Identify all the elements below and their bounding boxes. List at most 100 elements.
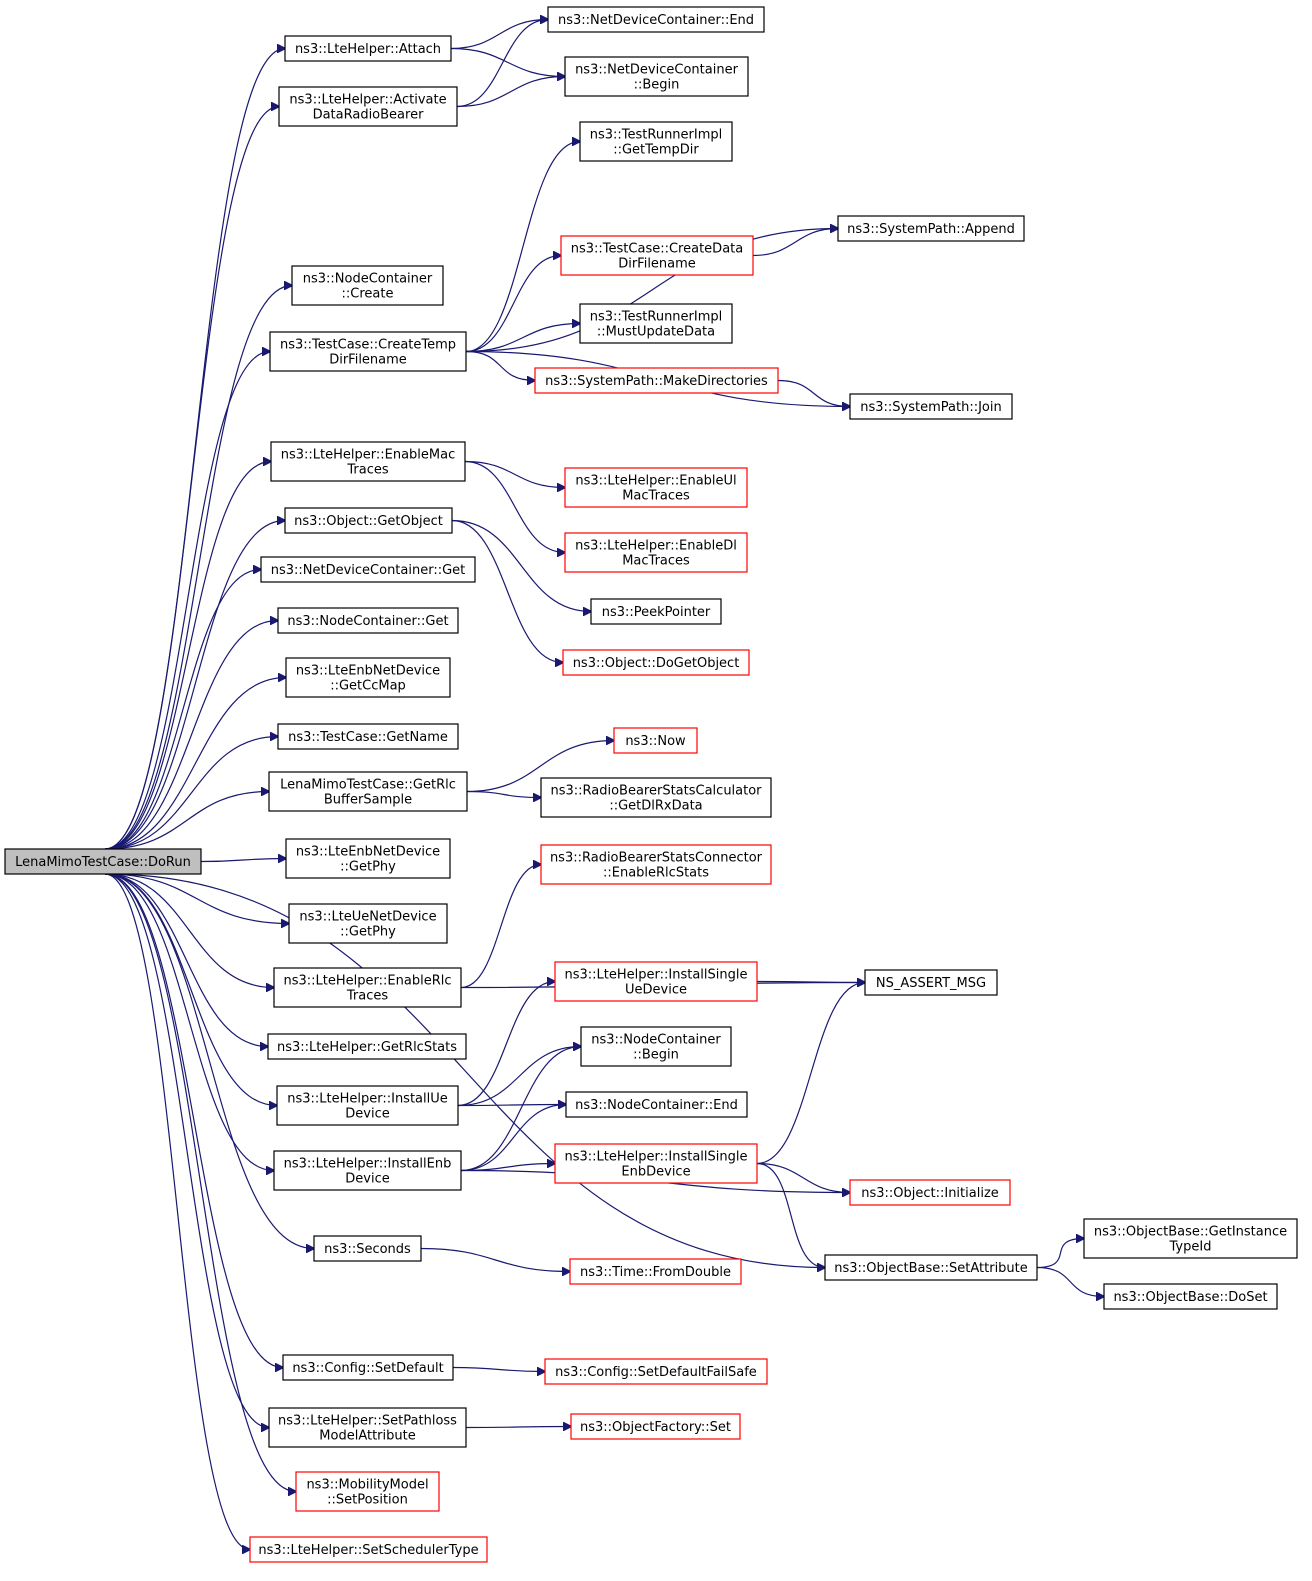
edge-dorun-to-setpathloss — [104, 873, 269, 1428]
edge-dorun-to-ndc-get — [104, 570, 261, 850]
node-enb-getphy[interactable]: ns3::LteEnbNetDevice::GetPhy — [285, 838, 451, 879]
node-label: ns3::NodeContainer::Get — [287, 614, 448, 629]
edge-dorun-to-installenb — [104, 873, 274, 1171]
node-initialize[interactable]: ns3::Object::Initialize — [849, 1179, 1011, 1206]
node-box — [540, 777, 772, 818]
node-getccmap[interactable]: ns3::LteEnbNetDevice::GetCcMap — [285, 657, 451, 698]
node-seconds[interactable]: ns3::Seconds — [313, 1235, 422, 1262]
node-box — [544, 1358, 768, 1385]
edge-dorun-to-tc-createtemp — [104, 352, 270, 850]
node-label: LenaMimoTestCase::GetRlc — [280, 778, 456, 793]
edge-setattribute-to-doset — [1036, 1266, 1104, 1297]
node-box — [267, 1033, 467, 1060]
edge-enablemac-to-enabledlmac — [464, 460, 565, 553]
node-doset[interactable]: ns3::ObjectBase::DoSet — [1103, 1283, 1278, 1310]
node-setdefaultfailsafe[interactable]: ns3::Config::SetDefaultFailSafe — [544, 1358, 768, 1385]
node-box — [613, 727, 698, 754]
node-fromdouble[interactable]: ns3::Time::FromDouble — [569, 1258, 742, 1285]
node-ndc-get[interactable]: ns3::NetDeviceContainer::Get — [260, 556, 476, 583]
node-label: ns3::LteHelper::EnableDl — [575, 539, 737, 554]
node-box — [554, 1143, 758, 1184]
node-setattribute[interactable]: ns3::ObjectBase::SetAttribute — [824, 1254, 1038, 1281]
node-ue-getphy[interactable]: ns3::LteUeNetDevice::GetPhy — [288, 903, 448, 944]
edge-installue-to-installsingleue — [457, 982, 555, 1107]
node-box — [547, 6, 765, 33]
edge-dorun-to-activate — [104, 107, 279, 850]
node-box — [277, 723, 459, 750]
node-label: ns3::ObjectBase::DoSet — [1113, 1290, 1267, 1305]
node-setscheduler[interactable]: ns3::LteHelper::SetSchedulerType — [249, 1536, 488, 1563]
node-label: ns3::NodeContainer — [303, 272, 433, 287]
node-label: ns3::Now — [625, 734, 686, 749]
node-now[interactable]: ns3::Now — [613, 727, 698, 754]
node-label: ns3::ObjectBase::SetAttribute — [834, 1261, 1028, 1276]
node-box — [285, 838, 451, 879]
node-label: ns3::LteHelper::InstallUe — [287, 1092, 448, 1107]
node-ns-assert[interactable]: NS_ASSERT_MSG — [864, 969, 998, 996]
node-label: MacTraces — [622, 554, 690, 569]
edge-getobject-to-peekpointer — [451, 519, 591, 612]
node-peekpointer[interactable]: ns3::PeekPointer — [590, 598, 722, 625]
node-label: ns3::Config::SetDefault — [292, 1361, 443, 1376]
node-rbsc-enable[interactable]: ns3::RadioBearerStatsConnector::EnableRl… — [540, 844, 772, 885]
node-attach[interactable]: ns3::LteHelper::Attach — [284, 35, 452, 62]
node-box — [273, 967, 462, 1008]
node-label: ns3::LteHelper::Activate — [289, 93, 446, 108]
node-box — [579, 303, 733, 344]
node-box — [540, 844, 772, 885]
node-label: ns3::LteHelper::InstallSingle — [565, 1150, 748, 1165]
node-tr-gettempdir[interactable]: ns3::TestRunnerImpl::GetTempDir — [579, 121, 733, 162]
node-ndc-begin[interactable]: ns3::NetDeviceContainer::Begin — [564, 56, 749, 97]
node-setdefault[interactable]: ns3::Config::SetDefault — [282, 1354, 454, 1381]
node-nc-get[interactable]: ns3::NodeContainer::Get — [277, 607, 459, 634]
node-getdlrx[interactable]: ns3::RadioBearerStatsCalculator::GetDlRx… — [540, 777, 772, 818]
node-label: ns3::RadioBearerStatsCalculator — [550, 784, 762, 799]
node-getrlcstats[interactable]: ns3::LteHelper::GetRlcStats — [267, 1033, 467, 1060]
node-getobject[interactable]: ns3::Object::GetObject — [284, 507, 453, 534]
node-label: TypeId — [1169, 1240, 1212, 1255]
node-box — [291, 265, 444, 306]
edge-dorun-to-nc-get — [104, 621, 278, 850]
node-label: ns3::LteHelper::GetRlcStats — [277, 1040, 457, 1055]
node-ndc-end[interactable]: ns3::NetDeviceContainer::End — [547, 6, 765, 33]
node-nc-begin[interactable]: ns3::NodeContainer::Begin — [580, 1026, 732, 1067]
node-setposition[interactable]: ns3::MobilityModel::SetPosition — [295, 1471, 440, 1512]
edge-installsingleenb-to-ns-assert — [756, 983, 865, 1165]
node-getname[interactable]: ns3::TestCase::GetName — [277, 723, 459, 750]
edge-installenb-to-installsingleenb — [460, 1164, 555, 1172]
node-tr-mustupdate[interactable]: ns3::TestRunnerImpl::MustUpdateData — [579, 303, 733, 344]
node-of-set[interactable]: ns3::ObjectFactory::Set — [570, 1413, 741, 1440]
node-box — [849, 393, 1013, 420]
node-sp-append[interactable]: ns3::SystemPath::Append — [837, 215, 1025, 242]
node-label: ::GetPhy — [340, 925, 396, 940]
node-dorun[interactable]: LenaMimoTestCase::DoRun — [4, 848, 202, 875]
edge-dorun-to-enablemac — [104, 462, 271, 850]
node-sp-join[interactable]: ns3::SystemPath::Join — [849, 393, 1013, 420]
node-dogetobject[interactable]: ns3::Object::DoGetObject — [562, 649, 750, 676]
node-nc-end[interactable]: ns3::NodeContainer::End — [565, 1091, 748, 1118]
node-label: NS_ASSERT_MSG — [876, 976, 986, 991]
node-label: ::Create — [342, 287, 394, 302]
node-nc-create[interactable]: ns3::NodeContainer::Create — [291, 265, 444, 306]
node-label: ns3::LteUeNetDevice — [299, 910, 436, 925]
edge-dorun-to-enablerlc — [104, 873, 274, 988]
edge-sp-makedirs-to-sp-join — [777, 379, 850, 407]
node-box — [4, 848, 202, 875]
edge-setpathloss-to-of-set — [465, 1427, 571, 1428]
node-setpathloss[interactable]: ns3::LteHelper::SetPathlossModelAttribut… — [268, 1407, 467, 1448]
edge-installue-to-nc-begin — [457, 1047, 581, 1107]
node-sp-makedirs[interactable]: ns3::SystemPath::MakeDirectories — [534, 367, 779, 394]
